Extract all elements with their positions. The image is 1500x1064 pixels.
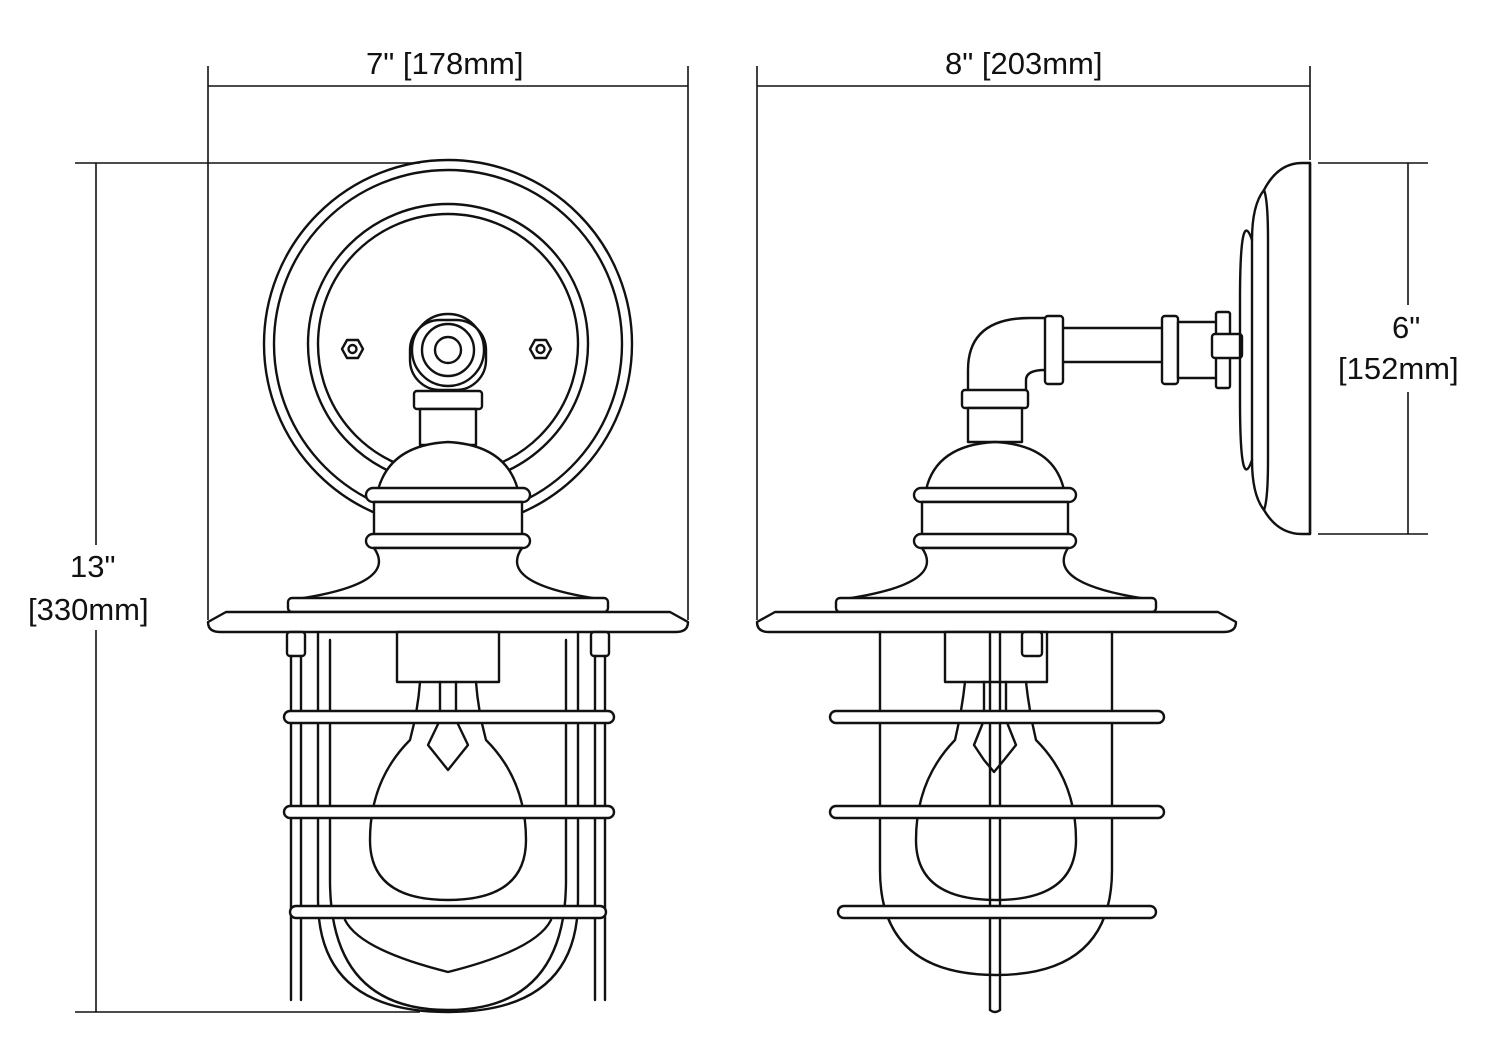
backplate-inches-label: 6" — [1392, 310, 1421, 345]
front-view — [206, 158, 690, 1014]
mounting-nut-left — [340, 338, 365, 360]
backplate-mm-label: [152mm] — [1338, 351, 1459, 386]
backplate-edge-view — [1238, 161, 1312, 536]
side-view — [755, 310, 1244, 1014]
front-width-label: 7" [178mm] — [366, 46, 524, 81]
height-mm-label: [330mm] — [28, 592, 149, 627]
height-inches-label: 13" — [70, 549, 116, 584]
side-width-label: 8" [203mm] — [945, 46, 1103, 81]
dimension-lines — [75, 66, 1428, 1013]
mounting-nut-right — [528, 338, 553, 360]
